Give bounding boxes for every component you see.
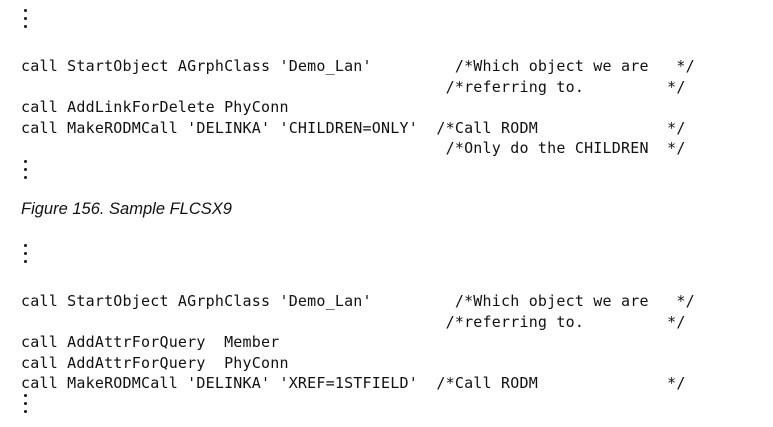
code-line: call AddLinkForDelete PhyConn [21,98,289,116]
code-line: /*referring to. */ [21,312,686,331]
code-block-delete-links: call StartObject AGrphClass 'Demo_Lan' /… [21,56,695,159]
vertical-ellipsis-icon [21,9,31,29]
code-line: call AddAttrForQuery PhyConn [21,353,289,372]
code-line: call MakeRODMCall 'DELINKA' 'CHILDREN=ON… [21,118,686,137]
code-line: /*Only do the CHILDREN */ [21,139,686,157]
vertical-ellipsis-icon [21,394,31,414]
code-line: call StartObject AGrphClass 'Demo_Lan' /… [21,292,695,310]
code-block-query-attrs: call StartObject AGrphClass 'Demo_Lan' /… [21,291,695,394]
vertical-ellipsis-icon [21,160,31,180]
figure-caption: Figure 156. Sample FLCSX9 [21,200,232,218]
code-line: call MakeRODMCall 'DELINKA' 'XREF=1STFIE… [21,374,686,392]
code-line: call AddAttrForQuery Member [21,333,280,351]
code-line: call StartObject AGrphClass 'Demo_Lan' /… [21,57,695,75]
vertical-ellipsis-icon [21,244,31,264]
code-line: /*referring to. */ [21,77,686,96]
